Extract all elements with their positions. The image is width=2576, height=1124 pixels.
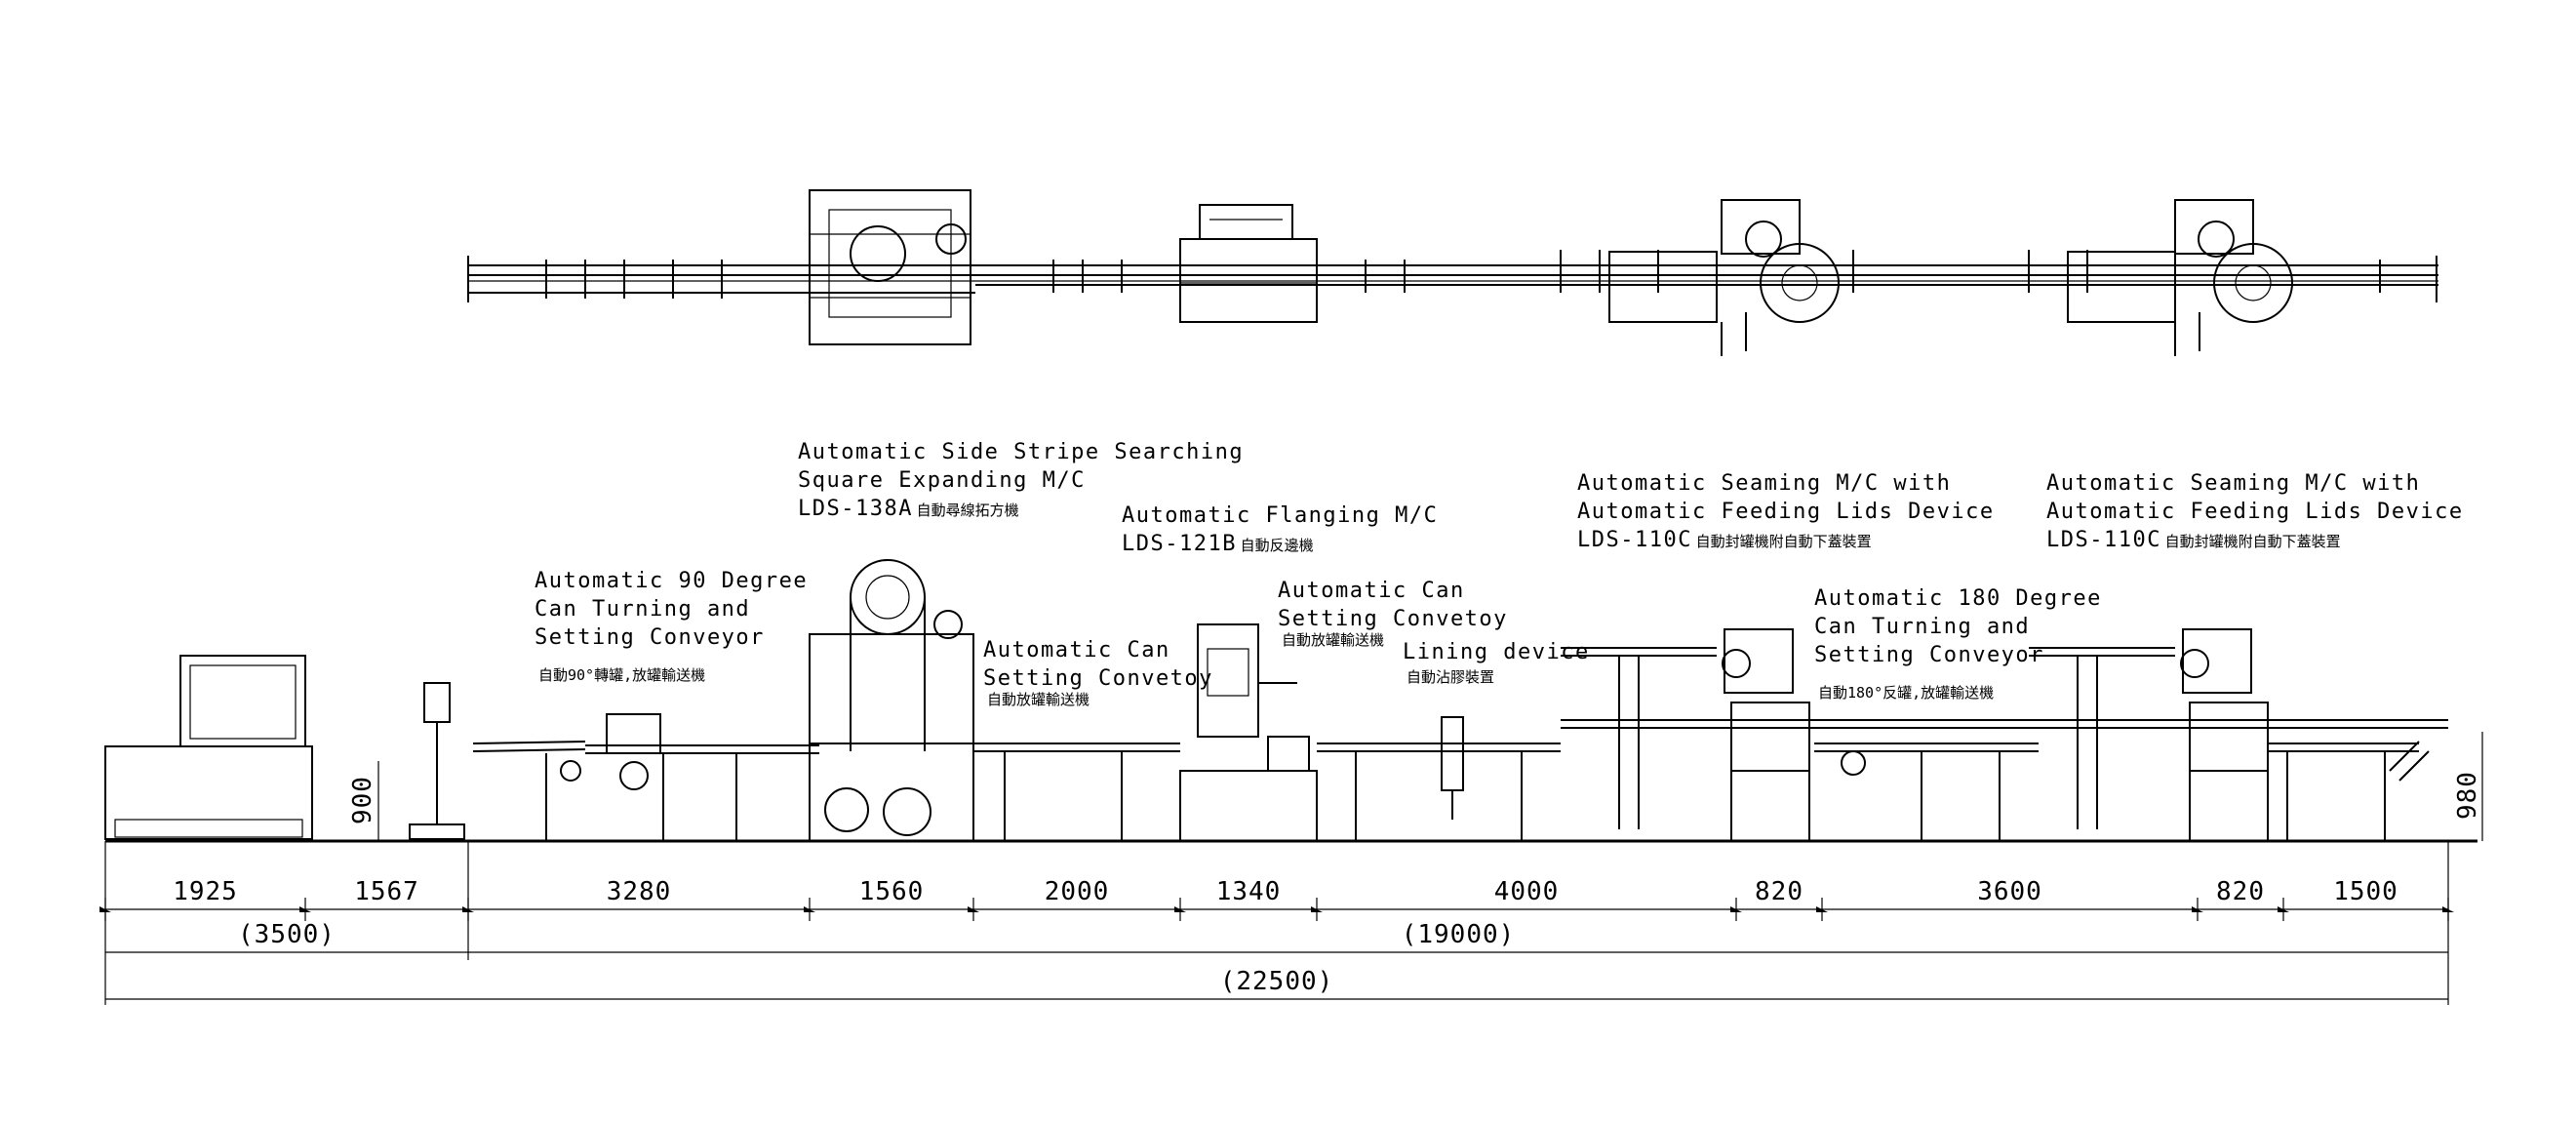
dimension-lines [99,732,2483,1005]
station-label-line: Automatic Can [1278,579,1465,603]
dim-segment: 1560 [859,877,925,906]
station-label-line: Setting Conveyor [535,625,765,650]
plan-ticks [545,250,2381,299]
dim-arrow [2278,906,2289,912]
station-label-cn: 自動封罐機附自動下蓋裝置 [2165,533,2341,550]
dimension-ticks [99,898,2454,921]
station-label-cn: 自動反邊機 [1241,537,1314,554]
dim-segment: 820 [1755,877,1803,906]
dim-subtotal: (3500) [238,920,336,949]
station-label-line: Setting Convetoy [1278,607,1508,631]
dim-subtotal: (19000) [1402,920,1516,949]
station-label-line: LDS-121B [1122,532,1237,556]
station-label-cn: 自動放罐輸送機 [987,691,1090,708]
station-label-line: Can Turning and [535,597,750,622]
dim-arrow [804,906,815,912]
station-label-line: Setting Conveyor [1814,643,2044,667]
station-label-line: Automatic Seaming M/C with [1577,471,1951,496]
dim-segment: 3600 [1977,877,2042,906]
station-label-cn: 自動沾膠裝置 [1407,668,1494,686]
station-label-line: Automatic 90 Degree [535,569,808,593]
dim-arrow [462,906,474,912]
station-label-line: Setting Convetoy [983,666,1213,691]
dim-segment: 1500 [2333,877,2398,906]
station-label-line: LDS-110C [1577,528,1692,552]
dim-arrow [2442,906,2454,912]
dim-height-right: 980 [2453,771,2482,820]
station-label-cn: 自動180°反罐,放罐輸送機 [1818,684,1994,702]
station-label-line: Lining device [1403,640,1590,664]
dimension-labels: 1925 1567 3280 1560 2000 1340 4000 820 3600 820 15… [173,771,2482,996]
dim-segment: 4000 [1494,877,1560,906]
station-label-line: Automatic Feeding Lids Device [2046,500,2464,524]
station-label-line: Automatic Feeding Lids Device [1577,500,1995,524]
station-label-line: Automatic Seaming M/C with [2046,471,2420,496]
dim-arrow [1730,906,1742,912]
station-label-lining: Lining device 自動沾膠裝置 [1403,640,1590,686]
dim-segment: 1340 [1216,877,1282,906]
station-label-line: LDS-138A [798,497,913,521]
station-label-line: Automatic Flanging M/C [1122,503,1438,528]
dim-total: (22500) [1220,967,1334,996]
dim-arrow [968,906,979,912]
dim-height-left: 900 [348,776,377,824]
station-label-cn: 自動封罐機附自動下蓋裝置 [1696,533,1872,550]
station-label-line: Automatic Side Stripe Searching [798,440,1244,464]
dim-segment: 3280 [607,877,672,906]
station-label-line: Automatic Can [983,638,1170,662]
station-label-cn: 自動尋線拓方機 [917,502,1019,519]
plan-view [467,189,2438,356]
dim-segment: 1567 [354,877,419,906]
station-label-line: Automatic 180 Degree [1814,586,2102,611]
station-label-cn: 自動放罐輸送機 [1282,631,1384,649]
dim-segment: 2000 [1045,877,1110,906]
dim-arrow [99,906,111,912]
dim-arrow [2192,906,2203,912]
dim-arrow [299,906,311,912]
station-label-line: Square Expanding M/C [798,468,1086,493]
elevation-view [104,559,2477,843]
station-label-line: Can Turning and [1814,615,2030,639]
dim-arrow [1174,906,1186,912]
dim-segment: 820 [2216,877,2265,906]
station-label-cn: 自動90°轉罐,放罐輸送機 [538,666,705,684]
dim-segment: 1925 [173,877,238,906]
dim-arrow [1311,906,1323,912]
station-label-line: LDS-110C [2046,528,2161,552]
dim-arrow [1816,906,1828,912]
